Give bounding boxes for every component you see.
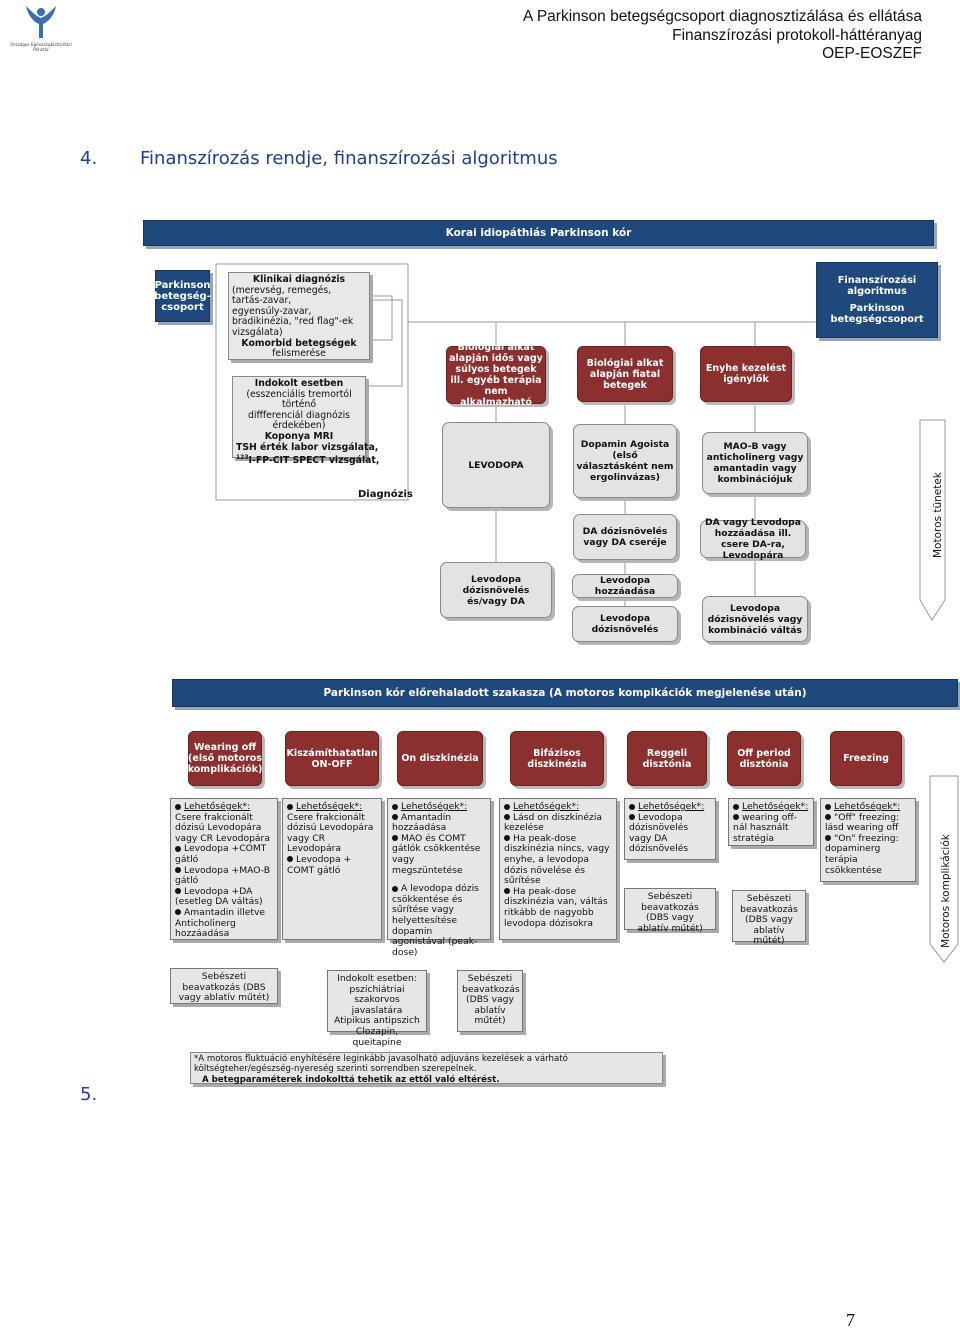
footnote-box: *A motoros fluktuáció enyhítésére legink… (190, 1052, 663, 1085)
early-stage-banner: Korai idiopáthiás Parkinson kór (143, 220, 934, 246)
levodopa-increase-box: Levodopa dózisnövelés (572, 606, 678, 642)
indicated-line: diffferenciál diagnózis (247, 409, 350, 421)
oep-logo-icon: Országos Egészségbiztosítási Pénztár (10, 6, 72, 52)
indicated-title: Indokolt esetben (254, 378, 344, 389)
surgery-morning-dystonia: Sebészeti beavatkozás (DBS vagy ablatív … (624, 888, 716, 934)
header-biphasic: Bifázisos diszkinézia (510, 731, 604, 786)
levodopa-box: LEVODOPA (442, 422, 550, 508)
clinical-line: bradikinézia, "red flag"-ek (232, 316, 354, 328)
financing-sub: Parkinson betegségcsoport (830, 303, 924, 325)
indicated-line: (esszenciális tremortól történő (246, 388, 352, 411)
mri-label: Koponya MRI (264, 430, 334, 442)
option-item: Levodopa dózisnövelés vagy DA dózisnövel… (629, 811, 689, 855)
indicated-line: érdekében) (272, 420, 326, 432)
parkinson-group-label: Parkinson betegség-csoport (154, 270, 211, 322)
options-morning-dystonia: Lehetőségek*: Levodopa dózisnövelés vagy… (624, 798, 716, 860)
comorbid-title: Komorbid betegségek (241, 337, 357, 349)
options-off-period: Lehetőségek*: wearing off-nál használt s… (728, 798, 814, 846)
option-item: Ha peak-dose diszkinézia nincs, vagy eny… (504, 832, 610, 887)
option-item: Levodopa +COMT gátló (175, 843, 267, 865)
option-item: Lásd on diszkinézia kezelése (504, 811, 602, 834)
tsh-label: TSH érték labor vizsgálata, (236, 441, 379, 453)
footnote-line-2: költségteher/egészség-nyereség szerinti … (194, 1064, 477, 1075)
surgery-off-period: Sebészeti beavatkozás (DBS vagy ablatív … (732, 890, 806, 946)
option-item: Amantadin illetve Anticholinerg hozzáadá… (175, 906, 266, 940)
header-wearing-off: Wearing off (első motoros komplikációk) (188, 731, 262, 786)
motor-complications-label: Motoros komplikációk (940, 834, 952, 948)
clinical-line: egyensúly-zavar, (232, 305, 312, 317)
options-label: Lehetőségek*: (401, 801, 468, 812)
option-item: Csere frakcionált dózisú Levodopára vagy… (287, 811, 374, 855)
svg-text:Pénztár: Pénztár (33, 47, 49, 52)
spect-sup: 123 (236, 454, 249, 462)
options-label: Lehetőségek*: (638, 801, 705, 812)
psychiatry-box: Indokolt esetben: pszichiátriai szakorvo… (327, 970, 427, 1047)
clinical-line: vizsgálata) (232, 326, 283, 338)
options-unpredictable: Lehetőségek*: Csere frakcionált dózisú L… (282, 798, 382, 940)
patient-group-young: Biológiai alkat alapján fiatal betegek (577, 346, 673, 402)
financing-algorithm-box: Finanszírozási algoritmus Parkinson bete… (816, 262, 938, 338)
footnote-line-1: *A motoros fluktuáció enyhítésére legink… (194, 1054, 568, 1064)
option-item: wearing off-nál használt stratégia (733, 811, 797, 844)
surgery-box-2: Sebészeti beavatkozás (DBS vagy ablatív … (457, 970, 523, 1032)
header-unpredictable: Kiszámíthatatlan ON-OFF (285, 731, 379, 786)
options-label: Lehetőségek*: (513, 801, 580, 812)
da-or-levodopa-box: DA vagy Levodopa hozzáadása ill. csere D… (700, 517, 806, 561)
options-label: Lehetőségek*: (742, 801, 809, 812)
header-freezing: Freezing (830, 731, 902, 786)
dopamine-agonist-box: Dopamin Agoista (első választásként nem … (573, 424, 677, 498)
patient-group-elderly: Biológiai alkat alapján idős vagy súlyos… (446, 342, 546, 408)
advanced-stage-banner: Parkinson kór előrehaladott szakasza (A … (172, 679, 958, 707)
clinical-line: tartás-zavar, (232, 295, 292, 307)
header-on-dyskinesia: On diszkinézia (397, 731, 483, 786)
svg-text:Országos Egészségbiztosítási: Országos Egészségbiztosítási (10, 42, 72, 47)
comorbid-sub: felismerése (272, 348, 326, 360)
levodopa-increase-da-box: Levodopa dózisnövelés és/vagy DA (440, 562, 552, 618)
page-number: 7 (846, 1310, 855, 1330)
clinical-line: (merevség, remegés, (232, 284, 332, 296)
maob-box: MAO-B vagy anticholinerg vagy amantadin … (702, 432, 808, 494)
oep-logo: Országos Egészségbiztosítási Pénztár (6, 2, 76, 54)
option-item: Csere frakcionált dózisú Levodopára vagy… (175, 811, 270, 844)
clinical-title: Klinikai diagnózis (252, 274, 346, 285)
section-5-number: 5. (80, 1084, 98, 1105)
options-label: Lehetőségek*: (184, 801, 251, 812)
options-label: Lehetőségek*: (296, 801, 363, 812)
spect-label: I-FP-CIT SPECT vizsgálat, (248, 455, 380, 467)
option-item: Levodopa + COMT gátló (287, 853, 352, 876)
options-freezing: Lehetőségek*: "Off" freezing: lásd weari… (820, 798, 916, 882)
option-item: A levodopa dózis csökkentése és sűrítése… (392, 883, 479, 958)
financing-title: Finanszírozási algoritmus (837, 275, 917, 297)
option-item: MAO és COMT gátlók csökkentése vagy megs… (392, 832, 481, 876)
indicated-box: Indokolt esetben (esszenciális tremortól… (232, 376, 379, 466)
option-item: Levodopa +MAO-B gátló (175, 864, 271, 887)
surgery-box-1: Sebészeti beavatkozás (DBS vagy ablatív … (170, 968, 278, 1004)
levodopa-increase-comb-box: Levodopa dózisnövelés vagy kombináció vá… (702, 596, 808, 642)
da-increase-box: DA dózisnövelés vagy DA cseréje (573, 514, 677, 560)
option-item: Ha peak-dose diszkinézia van, váltás rit… (504, 885, 608, 929)
header-line-1: A Parkinson betegségcsoport diagnosztizá… (523, 8, 922, 25)
header-off-period: Off period disztónia (727, 731, 801, 786)
options-on-dyskinesia: Lehetőségek*: Amantadin hozzáadása MAO é… (387, 798, 491, 957)
options-biphasic: Lehetőségek*: Lásd on diszkinézia kezelé… (499, 798, 617, 940)
levodopa-add-box: Levodopa hozzáadása (572, 574, 678, 598)
motor-symptoms-label: Motoros tünetek (932, 472, 944, 558)
options-label: Lehetőségek*: (834, 801, 901, 812)
footnote-line-3: A betegparaméterek indokolttá tehetik az… (202, 1074, 500, 1085)
section-number: 4. (80, 148, 98, 169)
header-line-3: OEP-EOSZEF (822, 45, 922, 62)
option-item: "On" freezing: dopaminerg terápia csökke… (825, 832, 899, 876)
options-wearing-off: Lehetőségek*: Csere frakcionált dózisú L… (170, 798, 278, 940)
clinical-diagnosis-box: Klinikai diagnózis (merevség, remegés, t… (228, 272, 370, 360)
section-title: Finanszírozás rendje, finanszírozási alg… (140, 148, 558, 169)
header-morning-dystonia: Reggeli disztónia (627, 731, 707, 786)
header-line-2: Finanszírozási protokoll-háttéranyag (672, 27, 922, 44)
option-item: Amantadin hozzáadása (392, 811, 452, 834)
option-item: Levodopa +DA (esetleg DA váltás) (175, 885, 263, 908)
option-item: "Off" freezing: lásd wearing off (825, 811, 900, 834)
diagnosis-label: Diagnózis (358, 489, 413, 500)
patient-group-mild: Enyhe kezelést igénylők (700, 346, 792, 402)
